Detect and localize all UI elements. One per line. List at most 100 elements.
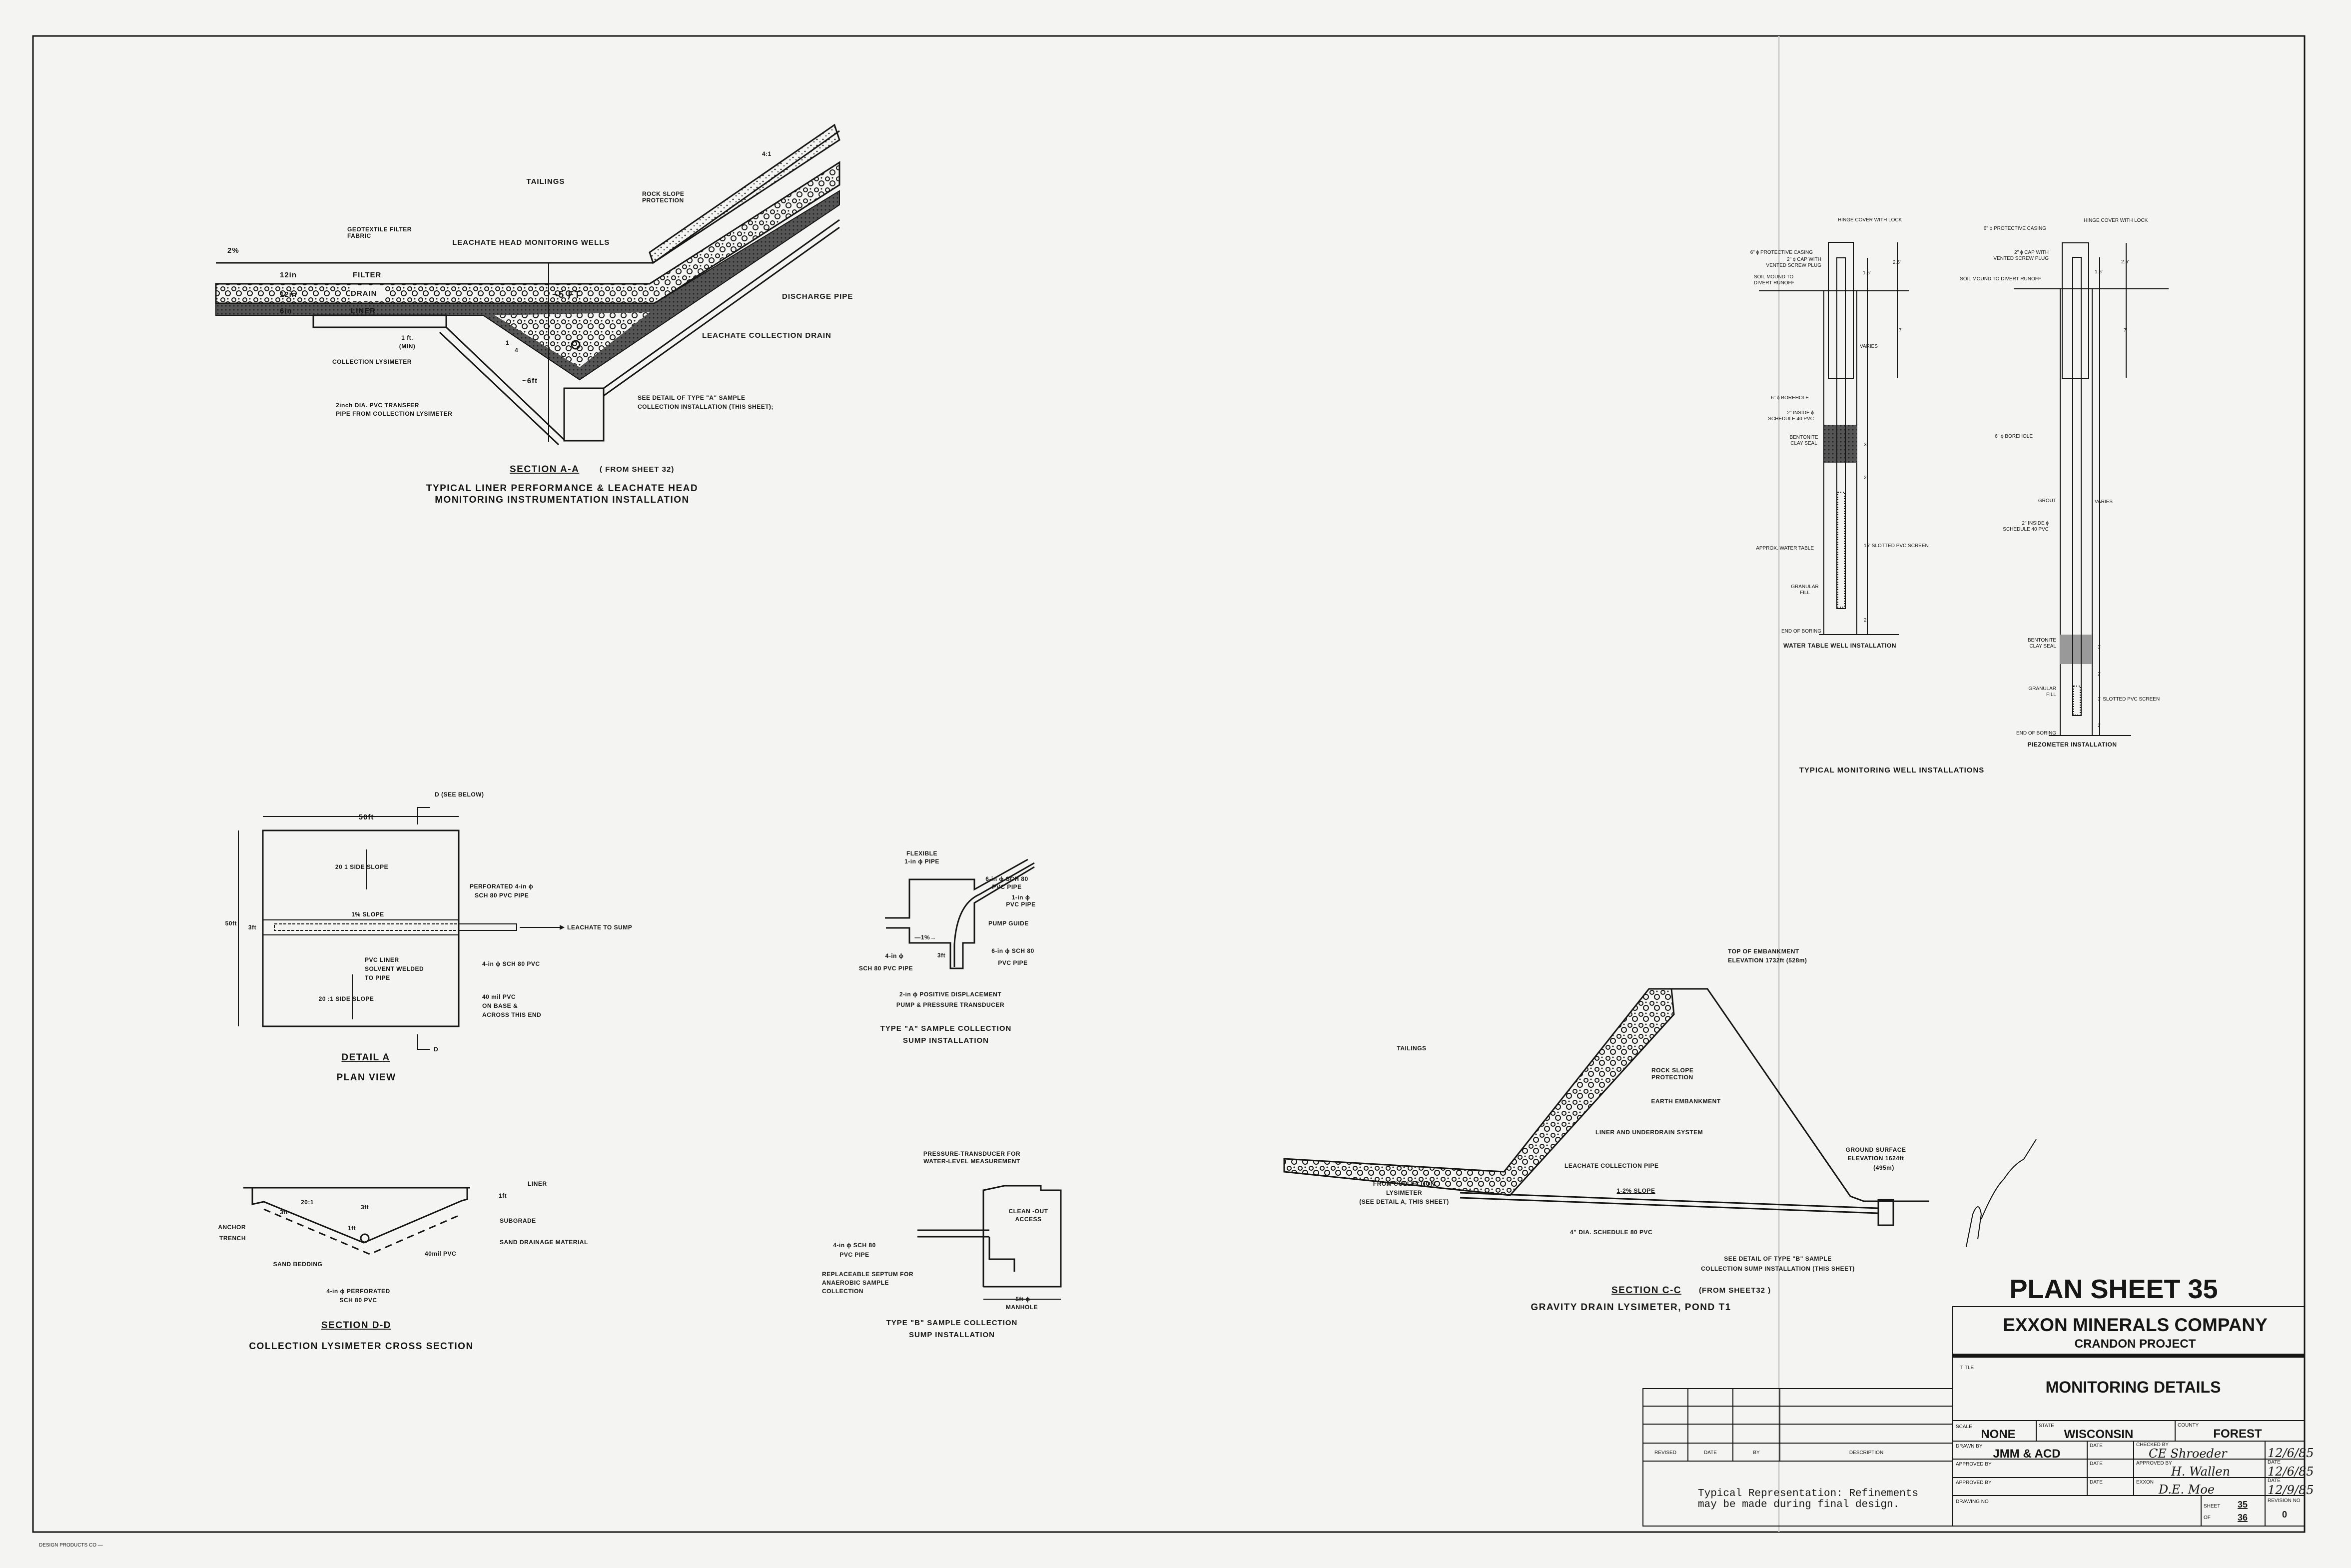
label-cap: 2" ϕ CAP WITH [2014, 250, 2049, 255]
revision-header: DESCRIPTION [1849, 1450, 1883, 1456]
label-sand-drainage: SAND DRAINAGE MATERIAL [500, 1239, 588, 1246]
slotted-screen [1837, 492, 1845, 608]
type-b-sump: PRESSURE-TRANSDUCER FOR WATER-LEVEL MEAS… [822, 1150, 1062, 1339]
label-protective-casing: 6" ϕ PROTECTIVE CASING [1750, 250, 1813, 255]
label-granular-fill: GRANULAR [2028, 686, 2056, 692]
dim-seal: 3' [1864, 442, 1868, 448]
section-mark-bottom: D [434, 1046, 438, 1053]
collection-pipe [1460, 1192, 1879, 1209]
label-transfer-pipe: PIPE FROM COLLECTION LYSIMETER [336, 410, 452, 417]
section-a-a: TAILINGS ROCK SLOPE PROTECTION 4:1 GEOTE… [215, 123, 852, 505]
date-label: DATE [2090, 1480, 2103, 1485]
sample-sump [563, 387, 605, 442]
label-side-slope-top: 20 1 SIDE SLOPE [335, 863, 388, 870]
label-bentonite: BENTONITE [1789, 435, 1818, 440]
label-pipe: PVC PIPE [839, 1251, 869, 1258]
slotted-screen [2073, 686, 2081, 716]
label-septum: COLLECTION [822, 1288, 863, 1295]
label-min-depth: (MIN) [399, 343, 416, 350]
pvc-pipe [1836, 257, 1846, 609]
label-from-lysimeter: LYSIMETER [1386, 1189, 1422, 1196]
plan-sheet-number: PLAN SHEET 35 [2009, 1274, 2218, 1304]
label-slope-1: 1 [506, 339, 509, 346]
label-slope: 1% SLOPE [351, 911, 384, 918]
rock-slope-layer [649, 123, 840, 264]
label-bentonite: CLAY SEAL [1790, 441, 1817, 446]
piezometer: HINGE COVER WITH LOCK 6" ϕ PROTECTIVE CA… [1960, 218, 2169, 748]
type-a-title: SUMP INSTALLATION [903, 1036, 989, 1045]
label-collection-drain: LEACHATE COLLECTION DRAIN [702, 331, 831, 340]
protective-casing [2062, 242, 2089, 379]
label-liner: LINER [351, 307, 376, 315]
label-40mil: 40mil PVC [425, 1250, 456, 1257]
label-pvc-liner: PVC LINER [365, 956, 399, 963]
label-pump: 2-in ϕ POSITIVE DISPLACEMENT [899, 991, 1002, 998]
label-see-detail: COLLECTION INSTALLATION (THIS SHEET); [638, 403, 774, 410]
label-transducer: PRESSURE-TRANSDUCER FOR [923, 1150, 1020, 1157]
label-septum: REPLACEABLE SEPTUM FOR [822, 1271, 913, 1278]
type-b-sump [1877, 1199, 1894, 1226]
label-pump-guide: PUMP GUIDE [988, 920, 1029, 927]
state-label: STATE [2039, 1423, 2054, 1429]
label-soil-mound: SOIL MOUND TO [1754, 274, 1793, 280]
label-pvc: SCHEDULE 40 PVC [1768, 416, 1814, 422]
liner-layer [215, 190, 840, 381]
label-see-detail: SEE DETAIL OF TYPE "A" SAMPLE [638, 394, 745, 401]
dim-casing-depth: 7' [1899, 328, 1903, 333]
label-slope-ratio: 4:1 [762, 150, 772, 157]
label-grade: 2% [227, 246, 239, 255]
label-side-slope-bottom: 20 :1 SIDE SLOPE [319, 995, 374, 1002]
dim-bottom: 2' [2098, 723, 2102, 729]
exxon-date: 12/9/85 [2268, 1483, 2314, 1497]
label-from-lysimeter: (SEE DETAIL A, THIS SHEET) [1359, 1198, 1449, 1205]
section-a-a-heading: SECTION A-A [510, 464, 579, 475]
drawing-no-label: DRAWING NO [1956, 1499, 1989, 1505]
label-4in-pipe: 4-in ϕ [885, 952, 904, 959]
detail-a-heading: DETAIL A [341, 1052, 390, 1063]
revision-header: DATE [1704, 1450, 1717, 1456]
perforated-pipe [274, 923, 459, 931]
label-borehole: 6" ϕ BOREHOLE [1771, 395, 1809, 401]
label-leachate-wells: LEACHATE HEAD MONITORING WELLS [452, 238, 610, 247]
section-c-c: TOP OF EMBANKMENT ELEVATION 1732ft (528m… [1283, 948, 2037, 1313]
revision-header: BY [1753, 1450, 1760, 1456]
water-table-well-title: WATER TABLE WELL INSTALLATION [1783, 642, 1896, 649]
label-pvc-liner: TO PIPE [365, 974, 390, 981]
date-label: DATE [2090, 1461, 2103, 1467]
label-transducer: WATER-LEVEL MEASUREMENT [923, 1158, 1020, 1165]
dim-casing-height: 2.5' [2121, 259, 2129, 265]
label-cap: VENTED SCREW PLUG [1766, 263, 1821, 268]
label-perforated: SCH 80 PVC [339, 1297, 377, 1304]
design-note: Typical Representation: Refinements [1698, 1488, 1918, 1500]
label-earth-embankment: EARTH EMBANKMENT [1651, 1098, 1720, 1105]
label-depth: ~5 FT [552, 290, 581, 300]
dim-seal: 3' [2098, 645, 2102, 650]
checked-date: 12/6/85 [2268, 1446, 2314, 1460]
state-value: WISCONSIN [2064, 1428, 2134, 1441]
label-water-table: APPROX. WATER TABLE [1756, 546, 1814, 551]
label-width: 3ft [361, 1204, 369, 1211]
dim-height: 50ft [225, 920, 237, 927]
label-filter: FILTER [353, 271, 381, 279]
approved-date: 12/6/85 [2268, 1465, 2314, 1479]
exxon-label: EXXON [2136, 1480, 2154, 1485]
date-label: DATE [2268, 1478, 2281, 1484]
label-40mil-pvc: ACROSS THIS END [482, 1011, 541, 1018]
label-tailings: TAILINGS [1397, 1045, 1426, 1052]
label-6in-lower: PVC PIPE [998, 959, 1027, 966]
label-six-ft: ~6ft [522, 377, 538, 385]
section-a-a-title: TYPICAL LINER PERFORMANCE & LEACHATE HEA… [426, 483, 698, 494]
dim-casing-height: 2.5' [1893, 260, 1901, 265]
label-slope-4: 4 [515, 347, 518, 354]
label-leachate-to-sump: LEACHATE TO SUMP [567, 924, 632, 931]
label-perforated-pipe: PERFORATED 4-in ϕ [470, 883, 533, 890]
label-bentonite: CLAY SEAL [2029, 644, 2056, 649]
label-ground-surface: (495m) [1873, 1164, 1894, 1171]
wells-title: TYPICAL MONITORING WELL INSTALLATIONS [1799, 766, 1985, 775]
label-granular-fill: GRANULAR [1791, 584, 1819, 590]
exxon-signature: D.E. Moe [2158, 1483, 2215, 1497]
checked-by-label: CHECKED BY [2136, 1442, 2169, 1448]
label-granular-fill: FILL [2046, 692, 2056, 698]
checked-by-signature: CE Shroeder [2149, 1447, 2228, 1461]
label-lysimeter: COLLECTION LYSIMETER [332, 358, 412, 365]
